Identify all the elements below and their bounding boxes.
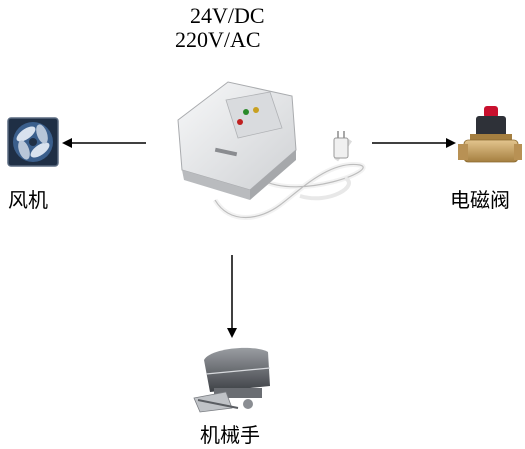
manipulator-label: 机械手 [200,425,260,447]
voltage-dc-label: 24V/DC [190,3,265,28]
voltage-ac-label: 220V/AC [175,27,261,52]
valve-label: 电磁阀 [450,190,510,212]
valve-manipulator-icon [193,347,271,413]
fan-label: 风机 [8,190,48,212]
solenoid-valve-icon [458,106,522,163]
gas-alarm-controller-icon [177,81,366,220]
exhaust-fan-icon [7,117,59,167]
